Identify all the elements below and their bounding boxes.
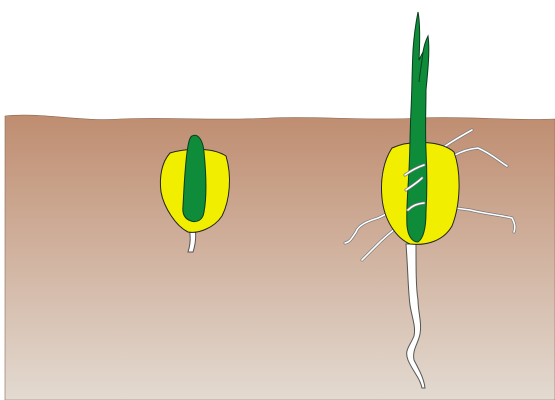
soil (5, 115, 555, 400)
